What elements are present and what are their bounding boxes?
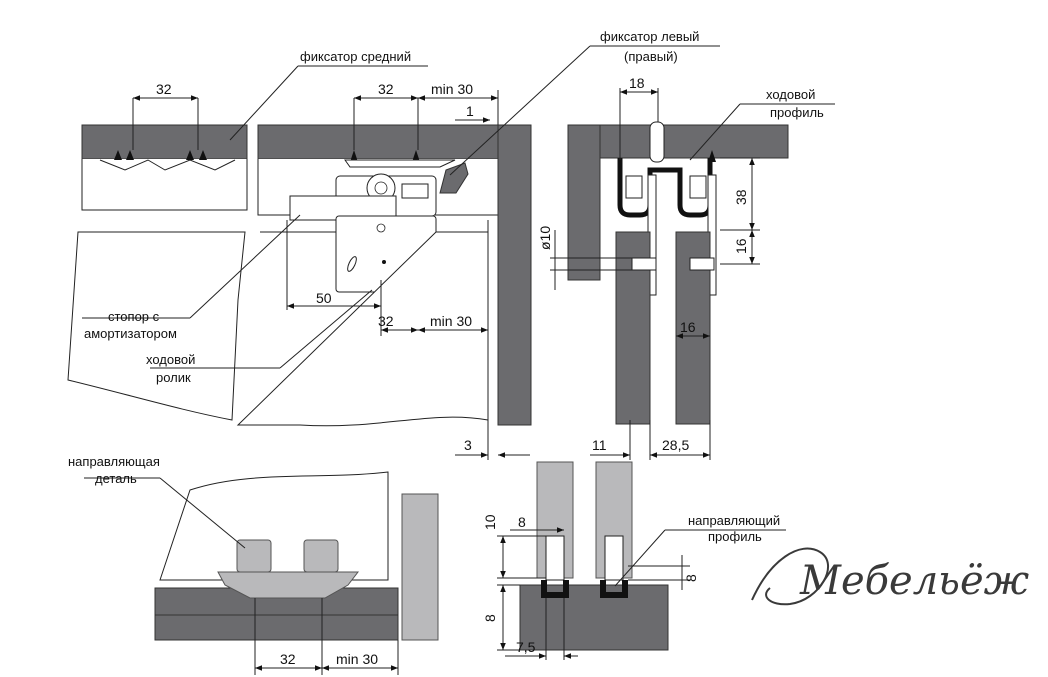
dim-38: 38: [733, 189, 749, 205]
label-running-roller-1: ходовой: [146, 352, 195, 367]
running-profile: [617, 158, 713, 218]
dim-1: 1: [466, 103, 474, 119]
label-fixator-middle: фиксатор средний: [300, 49, 411, 64]
plate-slot-left: [347, 256, 357, 272]
fixator-screw: [708, 150, 716, 162]
dim-7-5: 7,5: [516, 639, 536, 655]
label-fixator-left-right: (правый): [624, 49, 678, 64]
guide-channel-right: [600, 580, 628, 598]
bolt-left: [631, 257, 657, 271]
profile-body-left: [81, 159, 248, 211]
dim-8-right: 8: [683, 574, 699, 582]
side-wall: [497, 124, 532, 426]
fixator-middle-screws: [114, 150, 207, 160]
dim-18: 18: [629, 75, 645, 91]
top-rail-left: [81, 124, 248, 160]
running-roller-axle: [374, 181, 388, 195]
label-guide-profile-2: профиль: [708, 529, 762, 544]
dim-10: 10: [482, 514, 498, 530]
label-guide-profile-1: направляющий: [688, 513, 780, 528]
label-running-profile-1: ходовой: [766, 87, 815, 102]
dim-32-top-left: 32: [156, 81, 172, 97]
dim-16-vertical: 16: [733, 238, 749, 254]
dim-phi10: ø10: [537, 226, 553, 250]
dim-min30-top: min 30: [431, 81, 473, 97]
fixator-left-shape: [344, 159, 456, 168]
carriage-left: [625, 175, 643, 199]
label-fixator-left: фиксатор левый: [600, 29, 699, 44]
guide-roller-right: [303, 539, 339, 573]
top-rail-right: [257, 124, 499, 160]
guide-pin-left: [545, 535, 565, 581]
brand-logo: Мебельёж: [751, 547, 1030, 606]
dim-3: 3: [464, 437, 472, 453]
label-guide-part-1: направляющая: [68, 454, 160, 469]
dim-min30-low: min 30: [336, 651, 378, 667]
carriage-right: [689, 175, 707, 199]
guide-part-view: [84, 471, 439, 675]
side-panel: [567, 124, 601, 281]
section-view: [550, 88, 835, 460]
dim-50: 50: [316, 290, 332, 306]
front-view: [67, 45, 720, 460]
label-stopper-1: стопор с: [108, 309, 160, 324]
dim-28-5: 28,5: [662, 437, 689, 453]
guide-pin-right: [604, 535, 624, 581]
dim-11: 11: [592, 437, 607, 453]
roller-clip: [401, 183, 429, 199]
door-left: [67, 231, 246, 421]
profile-screw: [649, 121, 665, 163]
plate-center-hole: [382, 260, 386, 264]
dim-min30-mid: min 30: [430, 313, 472, 329]
guide-profile-view: [497, 461, 786, 660]
dim-32-top-mid: 32: [378, 81, 394, 97]
door-bottom: [159, 471, 389, 581]
guide-roller-left: [236, 539, 272, 573]
dim-32-bottom: 32: [378, 313, 394, 329]
label-stopper-2: амортизатором: [84, 326, 177, 341]
bolt-right: [689, 257, 715, 271]
top-panel: [567, 124, 789, 159]
dim-16-horizontal: 16: [680, 319, 696, 335]
wall-panel: [401, 493, 439, 641]
guide-base: [217, 571, 360, 599]
dim-8-left: 8: [482, 614, 498, 622]
plate-screw: [376, 223, 386, 233]
label-running-profile-2: профиль: [770, 105, 824, 120]
label-running-roller-2: ролик: [156, 370, 191, 385]
label-guide-part-2: деталь: [95, 471, 137, 486]
dim-8-horizontal: 8: [518, 514, 526, 530]
logo-text: Мебельёж: [799, 558, 1030, 604]
door-right: [236, 231, 489, 427]
guide-channel-left: [541, 580, 569, 598]
dim-32-low: 32: [280, 651, 296, 667]
fixator-middle-shape: [99, 159, 236, 171]
